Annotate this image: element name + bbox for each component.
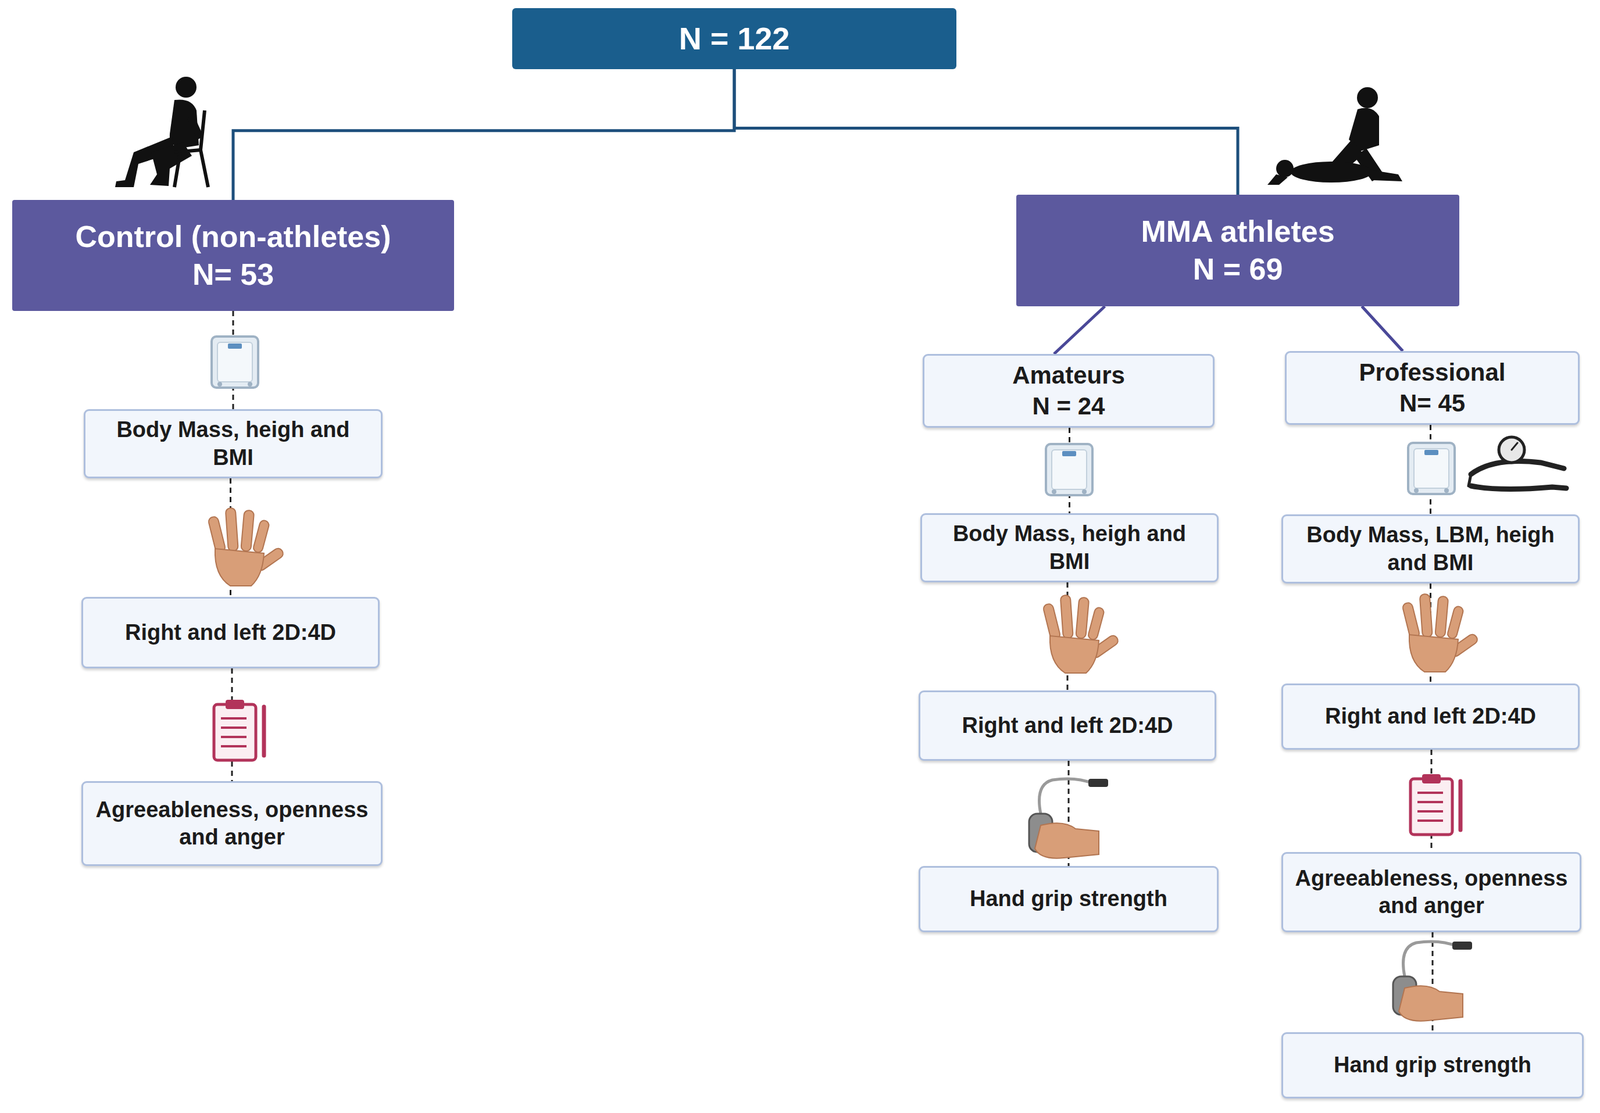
box-label: Right and left 2D:4D xyxy=(1325,702,1537,731)
scale-icon xyxy=(1045,444,1093,496)
count-label: N= 53 xyxy=(192,255,274,294)
box-label: Right and left 2D:4D xyxy=(961,712,1173,741)
sample-total-box: N = 122 xyxy=(512,8,957,70)
box-label: N = 122 xyxy=(679,19,791,59)
connector-line xyxy=(734,69,1238,195)
measure-box: Body Mass, LBM, heigh and BMI xyxy=(1281,514,1580,584)
count-label: N = 69 xyxy=(1193,250,1284,289)
measure-box: Body Mass, heigh and BMI xyxy=(83,409,383,479)
measure-box: Agreeableness, openness and anger xyxy=(1281,852,1582,933)
hand-icon xyxy=(1401,594,1480,673)
measure-box: Agreeableness, openness and anger xyxy=(81,781,383,867)
subgroup-box: AmateursN = 24 xyxy=(922,354,1215,428)
caliper-icon xyxy=(1468,437,1567,490)
measure-box: Hand grip strength xyxy=(918,866,1219,933)
box-label: Hand grip strength xyxy=(1333,1051,1532,1080)
box-label: Body Mass, heigh and BMI xyxy=(931,520,1208,576)
subgroup-box: ProfessionalN= 45 xyxy=(1284,351,1580,425)
connector-line xyxy=(233,69,735,200)
measure-box: Hand grip strength xyxy=(1281,1032,1584,1099)
box-label: Agreeableness, openness and anger xyxy=(1292,865,1571,921)
box-label: Hand grip strength xyxy=(969,885,1168,914)
measure-box: Right and left 2D:4D xyxy=(81,597,380,669)
measure-box: Right and left 2D:4D xyxy=(918,690,1217,762)
dynamometer-icon xyxy=(1029,779,1109,859)
measure-box: Right and left 2D:4D xyxy=(1281,683,1580,750)
questionnaire-icon xyxy=(1410,774,1461,835)
hand-icon xyxy=(207,508,285,587)
connector-line xyxy=(1361,306,1403,352)
box-label: Agreeableness, openness and anger xyxy=(92,796,372,852)
questionnaire-icon xyxy=(213,700,264,761)
box-label: Body Mass, LBM, heigh and BMI xyxy=(1292,521,1569,577)
box-label: Control (non-athletes) xyxy=(75,218,391,256)
connector-line xyxy=(1054,306,1106,355)
hand-icon xyxy=(1042,595,1120,674)
box-label: Body Mass, heigh and BMI xyxy=(94,416,372,472)
group-box: MMA athletesN = 69 xyxy=(1016,194,1460,307)
scale-icon xyxy=(1408,443,1455,495)
box-label: Right and left 2D:4D xyxy=(125,619,337,648)
box-label: Amateurs xyxy=(1012,360,1125,392)
measure-box: Body Mass, heigh and BMI xyxy=(920,513,1219,583)
sitting-person xyxy=(115,76,209,188)
box-label: Professional xyxy=(1358,357,1506,389)
grappling-figures xyxy=(1267,87,1403,185)
count-label: N = 24 xyxy=(1032,391,1106,423)
dynamometer-icon xyxy=(1393,941,1473,1022)
box-label: MMA athletes xyxy=(1140,212,1335,251)
count-label: N= 45 xyxy=(1399,388,1466,420)
group-box: Control (non-athletes)N= 53 xyxy=(12,200,455,312)
scale-icon xyxy=(211,336,259,388)
